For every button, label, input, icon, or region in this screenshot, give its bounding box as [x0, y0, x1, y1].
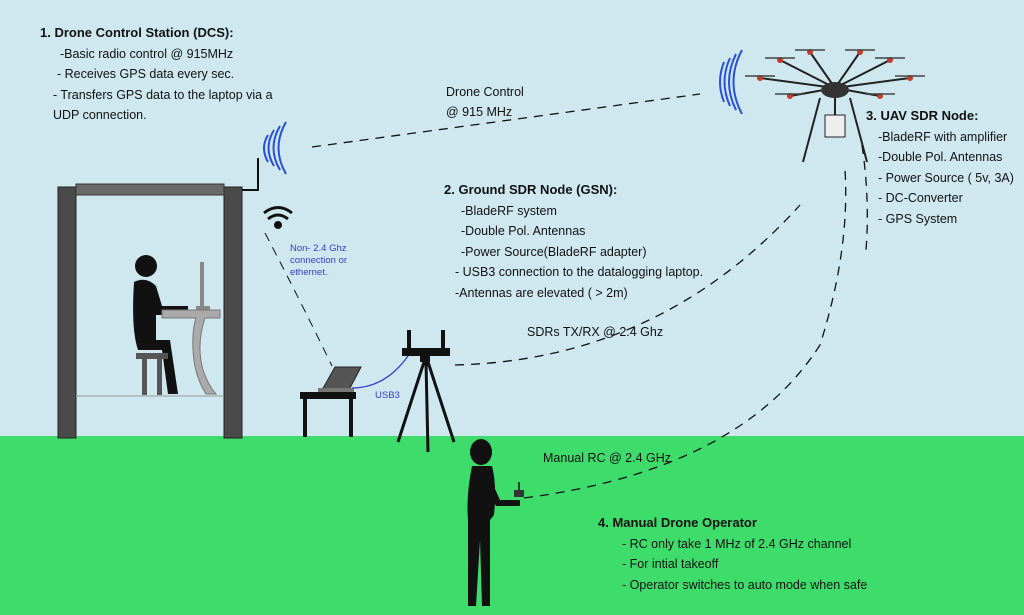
desk-with-monitor-icon — [161, 262, 221, 395]
uav-item: - Power Source ( 5v, 3A) — [878, 170, 1014, 185]
laptop-table-icon — [300, 366, 362, 437]
drone-control-label-line: Drone Control — [446, 85, 524, 99]
non-24ghz-label: Non- 2.4 Ghz connection or ethernet. — [290, 243, 347, 279]
dcs-to-laptop-link — [264, 232, 333, 367]
drone-to-tripod-link — [861, 144, 868, 251]
dcs-title: 1. Drone Control Station (DCS): — [40, 25, 234, 40]
sdr-link-label: SDRs TX/RX @ 2.4 Ghz — [527, 325, 664, 339]
ground — [0, 436, 1024, 615]
operator-item: - For intial takeoff — [622, 557, 719, 571]
gsn-item: - USB3 connection to the datalogging lap… — [455, 265, 704, 279]
manual-rc-label: Manual RC @ 2.4 GHz — [543, 451, 672, 465]
seated-operator-icon — [133, 255, 188, 395]
ground-sdr-tripod-icon — [396, 330, 456, 453]
operator-section: 4. Manual Drone Operator - RC only take … — [598, 513, 867, 595]
wifi-icon — [263, 206, 293, 229]
gsn-item: -Antennas are elevated ( > 2m) — [455, 285, 628, 300]
dcs-item: - Receives GPS data every sec. — [57, 67, 235, 81]
drone-uav-icon — [745, 49, 925, 163]
uav-item: -BladeRF with amplifier — [878, 129, 1008, 144]
dcs-signal-icon — [263, 121, 287, 175]
operator-item: - Operator switches to auto mode when sa… — [622, 577, 868, 592]
drone-control-label-line: @ 915 MHz — [446, 105, 513, 119]
gsn-section: 2. Ground SDR Node (GSN): -BladeRF syste… — [444, 180, 703, 303]
drone-control-label: Drone Control @ 915 MHz — [446, 82, 524, 122]
gsn-item: -Double Pol. Antennas — [461, 224, 586, 238]
drone-control-link — [311, 93, 701, 148]
uav-title: 3. UAV SDR Node: — [866, 108, 979, 123]
gsn-item: -BladeRF system — [461, 203, 557, 218]
drone-signal-icon — [719, 49, 743, 115]
operator-title: 4. Manual Drone Operator — [598, 515, 757, 530]
standing-operator-icon — [467, 439, 524, 606]
non-24ghz-label-line: connection or — [290, 255, 348, 266]
uav-item: - DC-Converter — [878, 191, 963, 205]
manual-rc-link — [523, 169, 847, 499]
sdr-tx-rx-link — [454, 204, 801, 366]
dcs-item: UDP connection. — [53, 108, 147, 122]
usb3-label: USB3 — [375, 390, 400, 401]
dcs-item: - Transfers GPS data to the laptop via a — [53, 87, 273, 102]
usb3-cable — [351, 355, 409, 389]
control-station-building — [57, 183, 243, 439]
operator-item: - RC only take 1 MHz of 2.4 GHz channel — [622, 536, 852, 551]
non-24ghz-label-line: Non- 2.4 Ghz — [290, 243, 347, 254]
non-24ghz-label-line: ethernet. — [290, 267, 328, 278]
dcs-section: 1. Drone Control Station (DCS): -Basic r… — [40, 23, 273, 126]
dcs-antenna-mast — [242, 158, 259, 191]
gsn-item: -Power Source(BladeRF adapter) — [461, 244, 647, 259]
dcs-item: -Basic radio control @ 915MHz — [60, 46, 234, 61]
uav-item: - GPS System — [878, 211, 958, 226]
gsn-title: 2. Ground SDR Node (GSN): — [444, 182, 618, 197]
uav-section: 3. UAV SDR Node: -BladeRF with amplifier… — [866, 106, 1014, 229]
uav-item: -Double Pol. Antennas — [878, 150, 1003, 164]
